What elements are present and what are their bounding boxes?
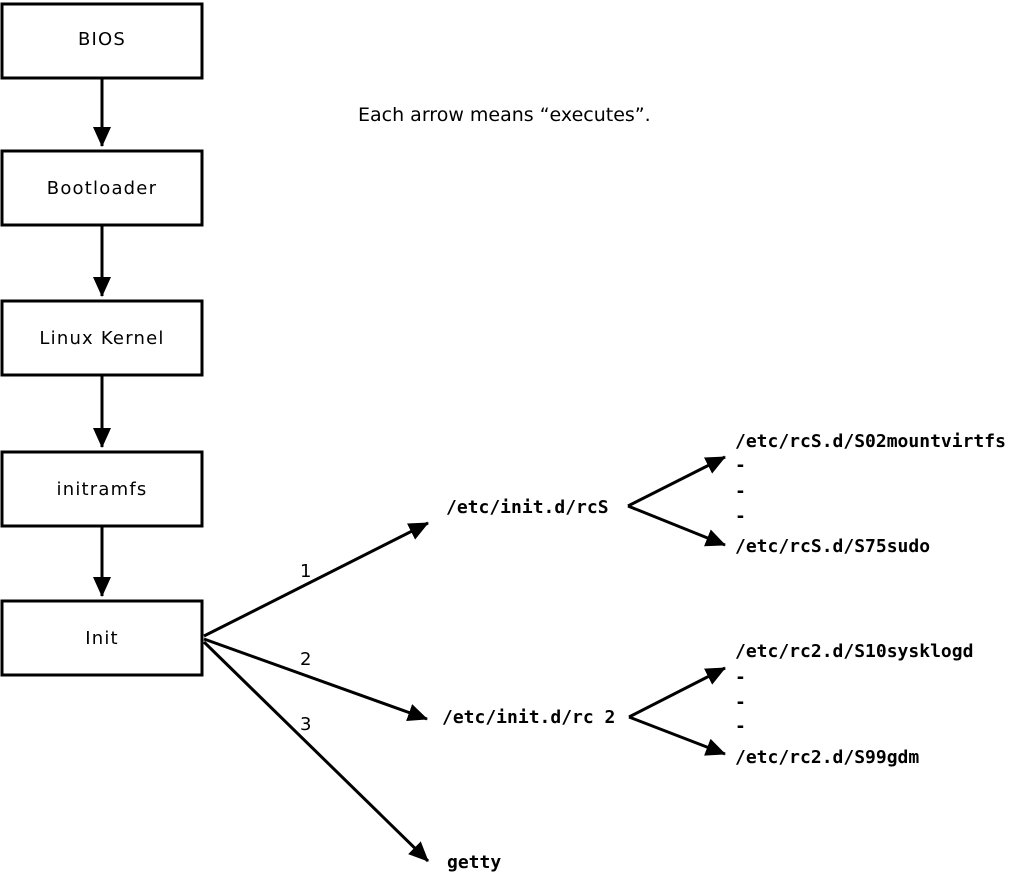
arrow-rc2-to-S10sysklogd	[628, 666, 726, 719]
rc2-first-script: /etc/rc2.d/S10sysklogd	[735, 641, 973, 662]
branch-order-3: 3	[300, 714, 311, 735]
bootloader-box	[0, 149, 204, 227]
bios-label: BIOS	[78, 29, 126, 50]
rc2-target-label: /etc/init.d/rc 2	[442, 707, 615, 728]
node-bios: BIOS	[0, 2, 204, 80]
branch-order-2: 2	[300, 649, 311, 670]
initramfs-label: initramfs	[57, 479, 148, 500]
node-init: Init	[0, 599, 204, 677]
rcS-ellipsis-dash-1: -	[735, 455, 746, 476]
rcS-last-script: /etc/rcS.d/S75sudo	[735, 536, 930, 557]
rcS-ellipsis-dash-2: -	[735, 481, 746, 502]
legend-note: Each arrow means “executes”.	[358, 104, 651, 126]
init-label: Init	[85, 628, 119, 649]
branch-order-1: 1	[300, 561, 311, 582]
init-box	[0, 599, 204, 677]
rcS-ellipsis-dash-3: -	[735, 506, 746, 527]
bios-box	[0, 2, 204, 80]
arrow-init-to-rc2	[203, 637, 428, 722]
rc2-last-script: /etc/rc2.d/S99gdm	[735, 747, 919, 768]
rcS-first-script: /etc/rcS.d/S02mountvirtfs	[735, 431, 1006, 452]
arrow-rc2-to-S99gdm	[628, 715, 726, 756]
node-linux-kernel: Linux Kernel	[0, 299, 204, 377]
arrow-init-to-getty	[202, 640, 430, 863]
rcS-target-label: /etc/init.d/rcS	[446, 497, 609, 518]
rc2-ellipsis-dash-2: -	[735, 692, 746, 713]
arrow-rcS-to-S75sudo	[627, 504, 726, 547]
arrow-init-to-rcS	[203, 521, 429, 638]
node-initramfs: initramfs	[0, 450, 204, 528]
initramfs-box	[0, 450, 204, 528]
node-bootloader: Bootloader	[0, 149, 204, 227]
linux-kernel-label: Linux Kernel	[39, 328, 164, 349]
getty-target-label: getty	[447, 852, 501, 873]
arrow-rcS-to-S02mountvirtfs	[627, 455, 726, 508]
bootloader-label: Bootloader	[47, 178, 157, 199]
rc2-ellipsis-dash-1: -	[735, 667, 746, 688]
rc2-ellipsis-dash-3: -	[735, 716, 746, 737]
